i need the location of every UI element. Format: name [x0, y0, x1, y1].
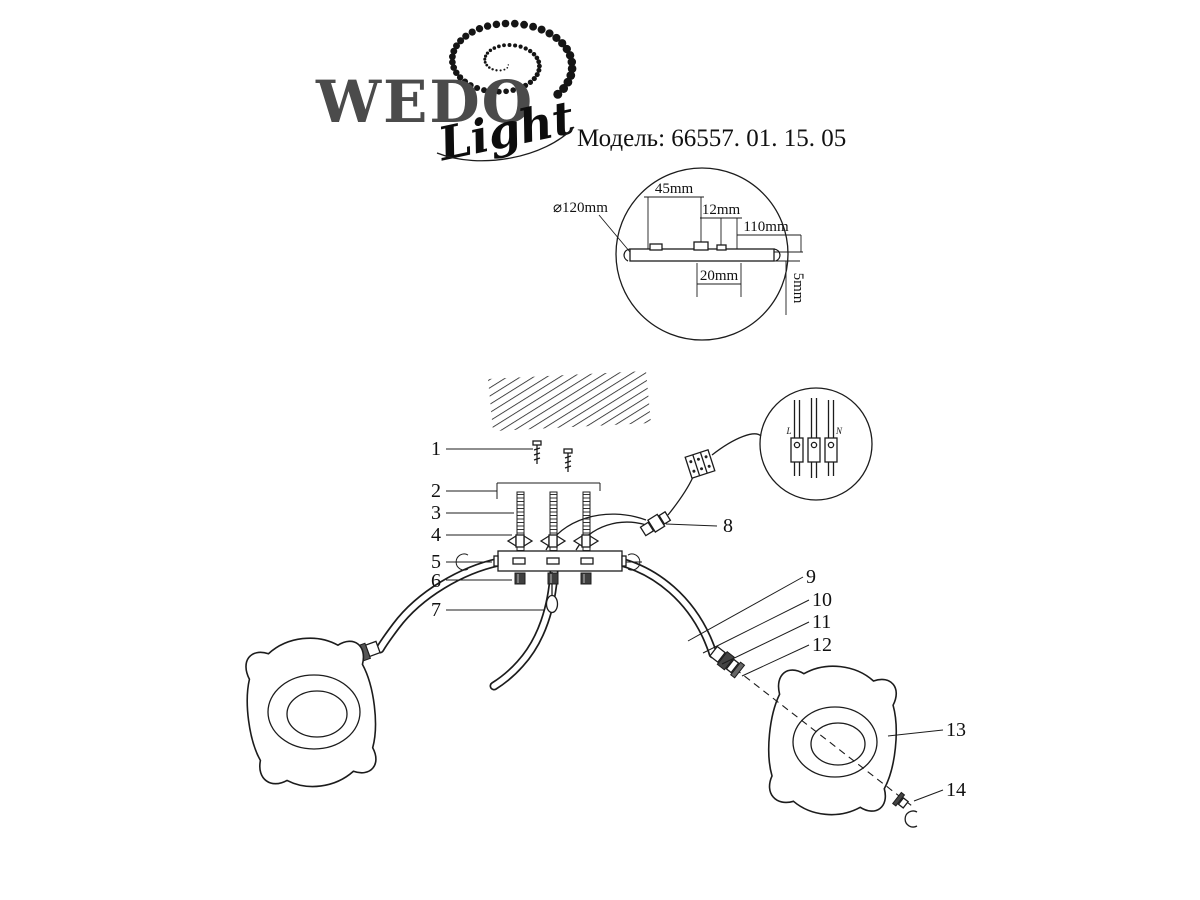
clip-c-icon — [904, 810, 918, 828]
brand-logo: WEDO Light — [315, 19, 579, 172]
finial — [891, 791, 918, 828]
logo-swash — [436, 126, 575, 162]
part-label-3: 3 — [431, 502, 441, 524]
part-label-10: 10 — [812, 589, 832, 611]
right-shade — [760, 659, 905, 822]
part-label-1: 1 — [431, 438, 441, 460]
dim-45mm: 45mm — [655, 181, 694, 197]
leader-lines — [446, 448, 944, 802]
dim-110mm: 110mm — [743, 219, 789, 235]
chandelier-arms — [375, 557, 718, 691]
mounting-bar — [493, 550, 627, 572]
rotate-arrow-left-icon — [455, 553, 469, 571]
right-socket — [708, 645, 746, 679]
part-label-8: 8 — [723, 515, 733, 537]
knurled-nuts — [514, 572, 592, 585]
plate-detail-circle: 45mm 12mm 110mm 5mm 20mm ⌀120mm — [553, 167, 806, 341]
part-number-labels: 1 2 3 4 5 6 7 8 9 10 11 12 13 14 — [431, 438, 966, 801]
logo-spiral-dots-icon — [449, 19, 577, 99]
part-label-12: 12 — [812, 634, 832, 656]
ceiling-hatch — [488, 371, 651, 431]
part-label-4: 4 — [431, 524, 441, 546]
part-label-11: 11 — [812, 611, 831, 633]
wire-label-line: L — [785, 426, 791, 436]
left-shade — [238, 630, 385, 795]
terminal-screws — [790, 437, 838, 463]
dim-diameter-120mm: ⌀120mm — [553, 200, 608, 216]
wiring-detail-circle: L N — [759, 387, 873, 501]
dim-20mm: 20mm — [700, 268, 739, 284]
plate-right-hook — [773, 248, 781, 262]
dim-5mm: 5mm — [790, 273, 806, 304]
assembly-axis-dashed — [715, 653, 913, 807]
ceiling-screws — [532, 440, 573, 472]
brand-wordmark: WEDO — [315, 68, 534, 136]
model-label: Модель: 66557. 01. 15. 05 — [577, 125, 846, 152]
part-label-9: 9 — [806, 566, 816, 588]
part-label-13: 13 — [946, 719, 966, 741]
rotate-arrow-right-icon — [627, 553, 641, 571]
part-label-5: 5 — [431, 551, 441, 573]
lamp-connector — [639, 510, 672, 537]
wing-nuts — [506, 534, 600, 548]
part-label-7: 7 — [431, 599, 441, 621]
part-label-14: 14 — [946, 779, 966, 801]
dim-12mm: 12mm — [702, 202, 741, 218]
part-label-2: 2 — [431, 480, 441, 502]
terminal-block — [684, 449, 716, 479]
wire-label-neutral: N — [835, 426, 843, 436]
part-label-6: 6 — [431, 570, 441, 592]
